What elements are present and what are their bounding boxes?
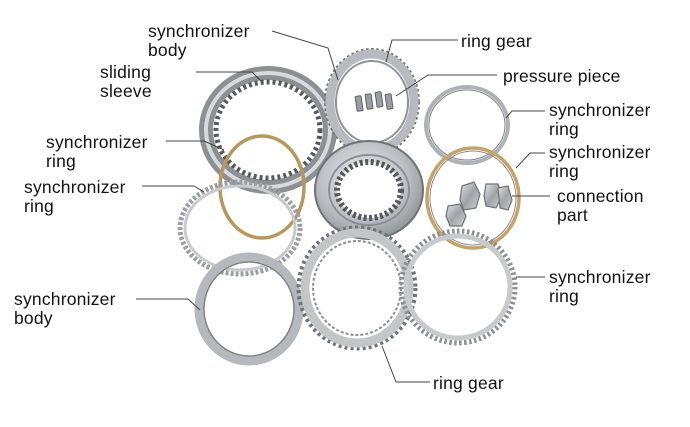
- synchronizer-hub-part: [314, 140, 424, 240]
- connection-parts-part: [445, 181, 513, 227]
- leader-sliding-sleeve: [196, 71, 263, 83]
- label-ring-gear-bottom: ring gear: [433, 373, 504, 393]
- leader-ring-gear-bottom: [381, 345, 430, 383]
- label-ring-gear-top: ring gear: [461, 31, 532, 51]
- leader-sync-ring-r2: [515, 152, 545, 169]
- leader-sync-ring-r1: [505, 110, 545, 119]
- leader-ring-gear-top: [385, 39, 458, 63]
- ring-gear-bottom-part: [296, 225, 418, 351]
- label-pressure-piece: pressure piece: [503, 66, 621, 86]
- label-synchronizer-ring-right-2: synchronizer ring: [549, 142, 651, 181]
- label-synchronizer-ring-left-1: synchronizer ring: [46, 132, 148, 171]
- leader-sync-ring-l1: [166, 140, 225, 151]
- label-synchronizer-ring-right-1: synchronizer ring: [549, 100, 651, 139]
- leader-sync-body-bottom: [136, 298, 201, 311]
- label-synchronizer-body-bottom: synchronizer body: [14, 289, 116, 328]
- label-synchronizer-ring-left-2: synchronizer ring: [24, 177, 126, 216]
- label-synchronizer-body-top: synchronizer body: [148, 21, 250, 60]
- label-connection-part: connection part: [557, 186, 644, 225]
- synchronizer-ring-brass-part: [218, 134, 306, 240]
- synchronizer-ring-right-1-part: [424, 85, 510, 165]
- synchronizer-ring-right-2-part: [425, 146, 521, 250]
- sliding-sleeve-part: [199, 66, 337, 194]
- leader-pressure-piece: [395, 74, 497, 97]
- leader-sync-ring-l2: [142, 185, 205, 193]
- leader-lines: [136, 30, 550, 383]
- label-synchronizer-ring-right-3: synchronizer ring: [549, 267, 651, 306]
- synchronizer-ring-left-part: [177, 179, 303, 277]
- synchronizer-body-bottom-part: [194, 252, 304, 366]
- label-sliding-sleeve: sliding sleeve: [100, 62, 152, 101]
- synchronizer-ring-bottom-right-part: [398, 228, 518, 346]
- pressure-pieces-part: [354, 91, 394, 112]
- leader-sync-body-top: [271, 30, 339, 81]
